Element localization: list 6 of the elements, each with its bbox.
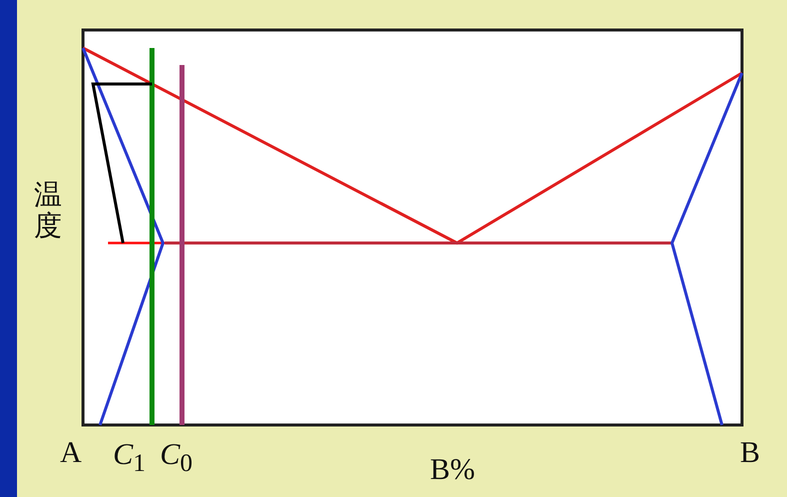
axis-label: B	[740, 438, 760, 468]
axis-title: 温度	[34, 180, 62, 242]
axis-label: C$_{1}$	[113, 440, 146, 476]
axis-label: C$_{0}$	[160, 440, 193, 476]
axis-label: A	[60, 438, 82, 468]
axis-title: B%	[430, 455, 475, 485]
